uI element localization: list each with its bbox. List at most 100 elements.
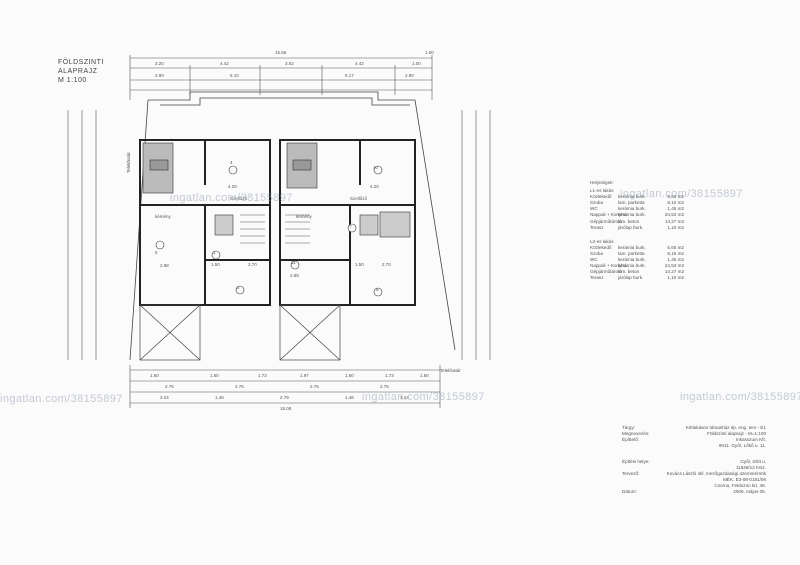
room-row-mat: lam. parketta [618,250,645,256]
info-value: MÉK. É3-08-0181/06 [723,477,766,482]
info-row: Építési helye: Győr, Dótt u. [622,459,766,465]
info-row: Megnevezés:Földszinti alaprajz - M=1:100 [622,431,766,437]
telekhatar-right: Telekhatár [440,368,461,373]
room-row-area: 24,53 m2 [664,263,684,269]
dim-bottom-4: 1.97 [300,373,309,378]
room-row: Terasz járólap burk. 1,10 m2 [590,225,684,231]
dim-bottom-total: 15.08 [280,406,292,411]
dim-top-r2-3: 6.10 [230,73,239,78]
room-row-name: Szoba [590,250,604,256]
plan-title: FÖLDSZINTI ALAPRAJZ M 1:100 [58,58,104,85]
room-dim-5: 2.88 [160,263,169,268]
room-row-mat: kerámia burk. [618,206,646,212]
room-row: Szoba lam. parketta 8,15 m2 [590,251,684,257]
room-row-area: 1,45 m2 [667,206,684,212]
room-num-1: 1 [213,250,216,255]
room-row-name: Gépjárműtároló [590,269,622,275]
watermark: ingatlan.com/38155897 [0,393,123,405]
plan-title-line1: FÖLDSZINTI [58,59,104,66]
info-row: Tárgy:Kétlakásos társasház ép. eng. terv… [622,425,766,431]
top-dimension-lines [129,55,433,100]
plan-scale: M 1:100 [58,77,87,84]
info-value: Földszinti alaprajz - M=1:100 [707,431,766,436]
telekhatar-left: Telekhatár [125,152,131,173]
room-row-name: Közlekedő [590,244,612,250]
room-row-name: Terasz [590,224,604,230]
dim-bottom-r3-4: 1.46 [345,395,354,400]
info-row: 9011. Győr, Lőkő u. 11. [622,443,766,449]
dim-bottom-r2-2: 2.76 [235,384,244,389]
room-num-2: 2 [237,285,240,290]
room-row-mat: sim. beton [618,269,640,275]
dim-top-1: 3.20 [155,61,164,66]
dim-top-r2-1: 2.90 [155,73,164,78]
room-num-10: 10 [373,165,379,170]
room-dim-2: 2.70 [248,262,257,267]
dim-bottom-r3-5: 3.24 [400,395,409,400]
room-row-mat: kerámia burk. [618,263,646,269]
dim-top-total: 15.66 [275,50,287,55]
info-row: Tervező:Kovács László okl. mezőgazdasági… [622,471,766,477]
room-row-area: 1,10 m2 [667,224,684,230]
dim-bottom-6: 1.73 [385,373,394,378]
room-num-5: 5 [155,250,158,255]
room-row-name: Nappali + Konyha [590,212,627,218]
info-value: 2006. május 05. [733,489,766,494]
dim-bottom-1: 1.60 [150,373,159,378]
room-num-11: 11 [291,260,296,265]
info-value: 9011. Győr, Lőkő u. 11. [718,443,766,448]
room-num-8: 8 [376,287,379,292]
room-dim-4: 4.20 [228,184,237,189]
info-row: MÉK. É3-08-0181/06 [622,477,766,483]
kitchen-units [142,142,318,194]
room-row-area: 8,15 m2 [667,250,684,256]
info-row [622,449,766,459]
szellozo-left: Szellőző [230,196,248,201]
room-row-mat: kerámia burk. [618,244,646,250]
szellozo-right: Szellőző [350,196,368,201]
room-row-mat: járólap burk. [618,224,644,230]
dim-top-total-right: 1.00 [425,50,434,55]
room-row-area: 14,27 m2 [664,269,684,275]
room-row-area: 1,45 m2 [667,257,684,263]
bottom-dimension-lines [129,365,441,408]
dim-top-r2-7: 2.90 [405,73,414,78]
watermark: ingatlan.com/38155897 [680,391,800,403]
info-key: Építtető: [622,437,640,442]
info-key: Tárgy: [622,425,636,430]
info-value [666,449,766,459]
room-dim-11: 2.88 [290,273,299,278]
info-value: Győr, Dótt u. [740,459,766,464]
dim-bottom-r3-1: 3.24 [160,395,169,400]
room-list-heading: Helyiségek: [590,180,614,185]
info-key: Építési helye: [622,459,650,464]
room-row-name: Nappali + Konyha [590,263,627,269]
dim-bottom-r3-2: 1.46 [215,395,224,400]
building-walls [139,139,416,306]
room-row-area: 24,53 m2 [664,212,684,218]
dim-bottom-7: 1.60 [420,373,429,378]
dim-top-3: 3.62 [285,61,294,66]
room-dim-8: 2.70 [382,262,391,267]
room-row-mat: sim. beton [618,218,640,224]
info-key [622,449,666,459]
room-row-area: 14,27 m2 [664,218,684,224]
dim-top-4: 4.42 [355,61,364,66]
dim-bottom-r2-1: 2.76 [165,384,174,389]
room-dim-1: 1.50 [211,262,220,267]
info-key: Dátum: [622,489,637,494]
room-row-mat: lam. parketta [618,200,645,206]
room-row-name: Közlekedő [590,194,612,200]
room-group-2-title: L2-es lakás [590,238,614,244]
room-row-area: 8,10 m2 [667,200,684,206]
dim-bottom-3: 1.73 [258,373,267,378]
room-row-mat: járólap burk. [618,275,644,281]
